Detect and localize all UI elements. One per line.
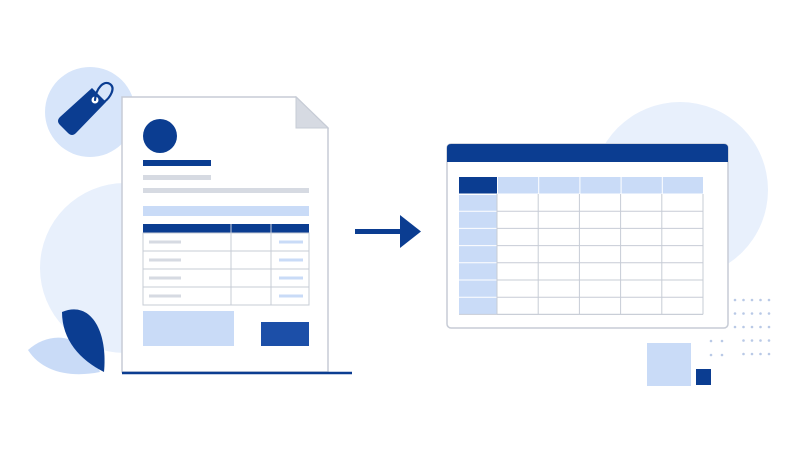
dot: [742, 339, 745, 342]
leaf-decoration: [28, 309, 105, 375]
dot: [742, 325, 745, 329]
dot: [759, 325, 762, 329]
document-text-line-2: [143, 188, 309, 193]
table-row-text: [149, 258, 181, 262]
sheet-corner-cell: [459, 177, 497, 194]
dot: [750, 352, 754, 356]
dot: [720, 339, 724, 343]
price-tag-icon: [58, 81, 114, 135]
dot: [750, 325, 754, 329]
dot: [767, 352, 771, 356]
dot: [767, 312, 771, 315]
document-text-line-1: [143, 175, 211, 180]
dot: [709, 339, 713, 343]
dot: [750, 312, 754, 315]
dot: [733, 298, 737, 302]
document-fold: [295, 95, 330, 129]
spreadsheet-grid-icon: [446, 143, 729, 329]
dot: [767, 325, 771, 329]
deco-square-large: [647, 343, 691, 386]
dot: [742, 298, 745, 302]
document-total-box: [261, 322, 309, 346]
dot-grid-decoration: [709, 298, 771, 357]
invoice-document-icon: [121, 95, 352, 375]
spreadsheet-cells: [459, 177, 704, 315]
table-row-text: [149, 240, 181, 244]
deco-square-small: [696, 369, 711, 385]
dot: [742, 312, 745, 315]
table-row-text: [149, 294, 181, 298]
arrow-right-icon: [355, 215, 421, 248]
sheet-column-header: [539, 177, 580, 194]
tag-badge: [45, 67, 135, 157]
sheet-column-header: [580, 177, 621, 194]
table-row-amount: [279, 240, 303, 244]
dot: [709, 353, 713, 357]
dot: [750, 298, 754, 302]
dot: [767, 339, 771, 342]
dot: [759, 339, 762, 342]
spreadsheet-titlebar: [447, 144, 728, 162]
table-row-amount: [279, 258, 303, 262]
sheet-column-header: [498, 177, 539, 194]
document-highlight-bar: [143, 206, 309, 216]
document-title-bar: [143, 160, 211, 166]
dot: [767, 298, 771, 302]
sheet-column-header: [621, 177, 662, 194]
sheet-row-header: [459, 195, 497, 315]
table-header: [143, 224, 309, 233]
dot: [733, 312, 737, 315]
dot: [733, 325, 737, 329]
sheet-column-header: [662, 177, 703, 194]
dot: [720, 353, 724, 357]
dot: [759, 298, 762, 302]
table-row-amount: [279, 276, 303, 280]
dot: [742, 352, 745, 356]
table-row-amount: [279, 294, 303, 298]
dot: [750, 339, 754, 342]
table-row-text: [149, 276, 181, 280]
document-logo: [143, 119, 177, 153]
document-line-items-table: [142, 224, 310, 306]
dot: [759, 352, 762, 356]
document-notes-box: [143, 311, 234, 346]
dot: [759, 312, 762, 315]
